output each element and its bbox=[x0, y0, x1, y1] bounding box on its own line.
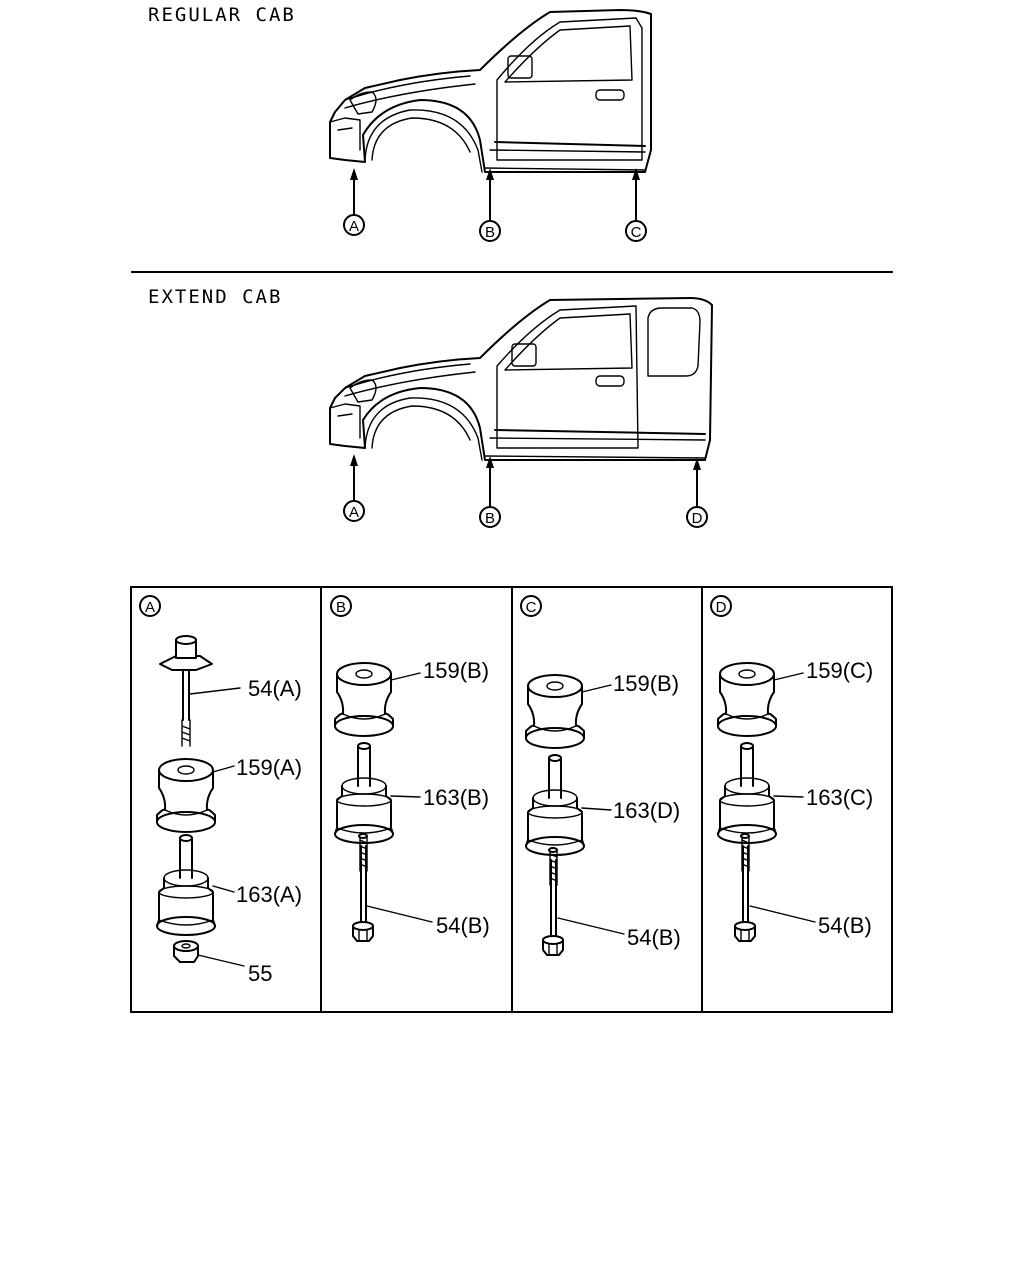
extend-marker-a: A bbox=[343, 500, 365, 522]
svg-text:A: A bbox=[145, 599, 155, 616]
callout-54b-b: 54(B) bbox=[436, 913, 490, 938]
spacer-163c-part bbox=[717, 742, 777, 844]
callout-159b-b: 159(B) bbox=[423, 658, 489, 683]
callout-159a: 159(A) bbox=[236, 755, 302, 780]
callout-163b: 163(B) bbox=[423, 785, 489, 810]
extend-cab-truck bbox=[329, 297, 713, 507]
svg-text:D: D bbox=[692, 510, 703, 527]
svg-text:B: B bbox=[336, 599, 346, 616]
spacer-163b-part bbox=[334, 742, 394, 844]
parts-table bbox=[130, 586, 893, 1013]
bolt-54a-part bbox=[159, 635, 213, 747]
insulator-159a-part bbox=[156, 758, 216, 833]
bolt-54b-part-b bbox=[352, 833, 374, 942]
extend-cab-title: EXTEND CAB bbox=[148, 286, 283, 308]
svg-text:D: D bbox=[716, 599, 727, 616]
regular-marker-a: A bbox=[343, 214, 365, 236]
panel-b: B 159(B) 163(B) 54(B) bbox=[330, 595, 490, 942]
nut-55-part bbox=[173, 940, 199, 963]
panel-d-marker: D bbox=[710, 595, 732, 617]
panel-c: C 159(B) 163(D) 54(B) bbox=[520, 595, 681, 956]
svg-text:A: A bbox=[349, 218, 359, 235]
svg-text:A: A bbox=[349, 504, 359, 521]
panel-b-marker: B bbox=[330, 595, 352, 617]
callout-159b-c: 159(B) bbox=[613, 671, 679, 696]
callout-163c: 163(C) bbox=[806, 785, 873, 810]
insulator-159b-part-c bbox=[525, 674, 585, 749]
spacer-163d-part bbox=[525, 754, 585, 856]
bolt-54b-part-d bbox=[734, 833, 756, 942]
regular-cab-title: REGULAR CAB bbox=[148, 4, 296, 26]
panel-d: D 159(C) 163(C) 54(B) bbox=[710, 595, 873, 942]
regular-marker-c: C bbox=[625, 220, 647, 242]
panel-a: A 54(A) 159(A) 163(A) 55 bbox=[139, 595, 302, 986]
insulator-159c-part bbox=[717, 662, 777, 737]
callout-54b-c: 54(B) bbox=[627, 925, 681, 950]
callout-55: 55 bbox=[248, 961, 272, 986]
panel-a-marker: A bbox=[139, 595, 161, 617]
svg-text:C: C bbox=[526, 599, 537, 616]
spacer-163a-part bbox=[156, 834, 216, 936]
callout-159c: 159(C) bbox=[806, 658, 873, 683]
insulator-159b-part bbox=[334, 662, 394, 737]
extend-marker-b: B bbox=[479, 506, 501, 528]
panel-c-marker: C bbox=[520, 595, 542, 617]
callout-54b-d: 54(B) bbox=[818, 913, 872, 938]
extend-marker-d: D bbox=[686, 506, 708, 528]
bolt-54b-part-c bbox=[542, 847, 564, 956]
svg-text:B: B bbox=[485, 510, 495, 527]
callout-163a: 163(A) bbox=[236, 882, 302, 907]
callout-54a: 54(A) bbox=[248, 676, 302, 701]
regular-marker-b: B bbox=[479, 220, 501, 242]
regular-cab-truck bbox=[329, 9, 652, 221]
callout-163d: 163(D) bbox=[613, 798, 680, 823]
svg-text:B: B bbox=[485, 224, 495, 241]
svg-text:C: C bbox=[631, 224, 642, 241]
